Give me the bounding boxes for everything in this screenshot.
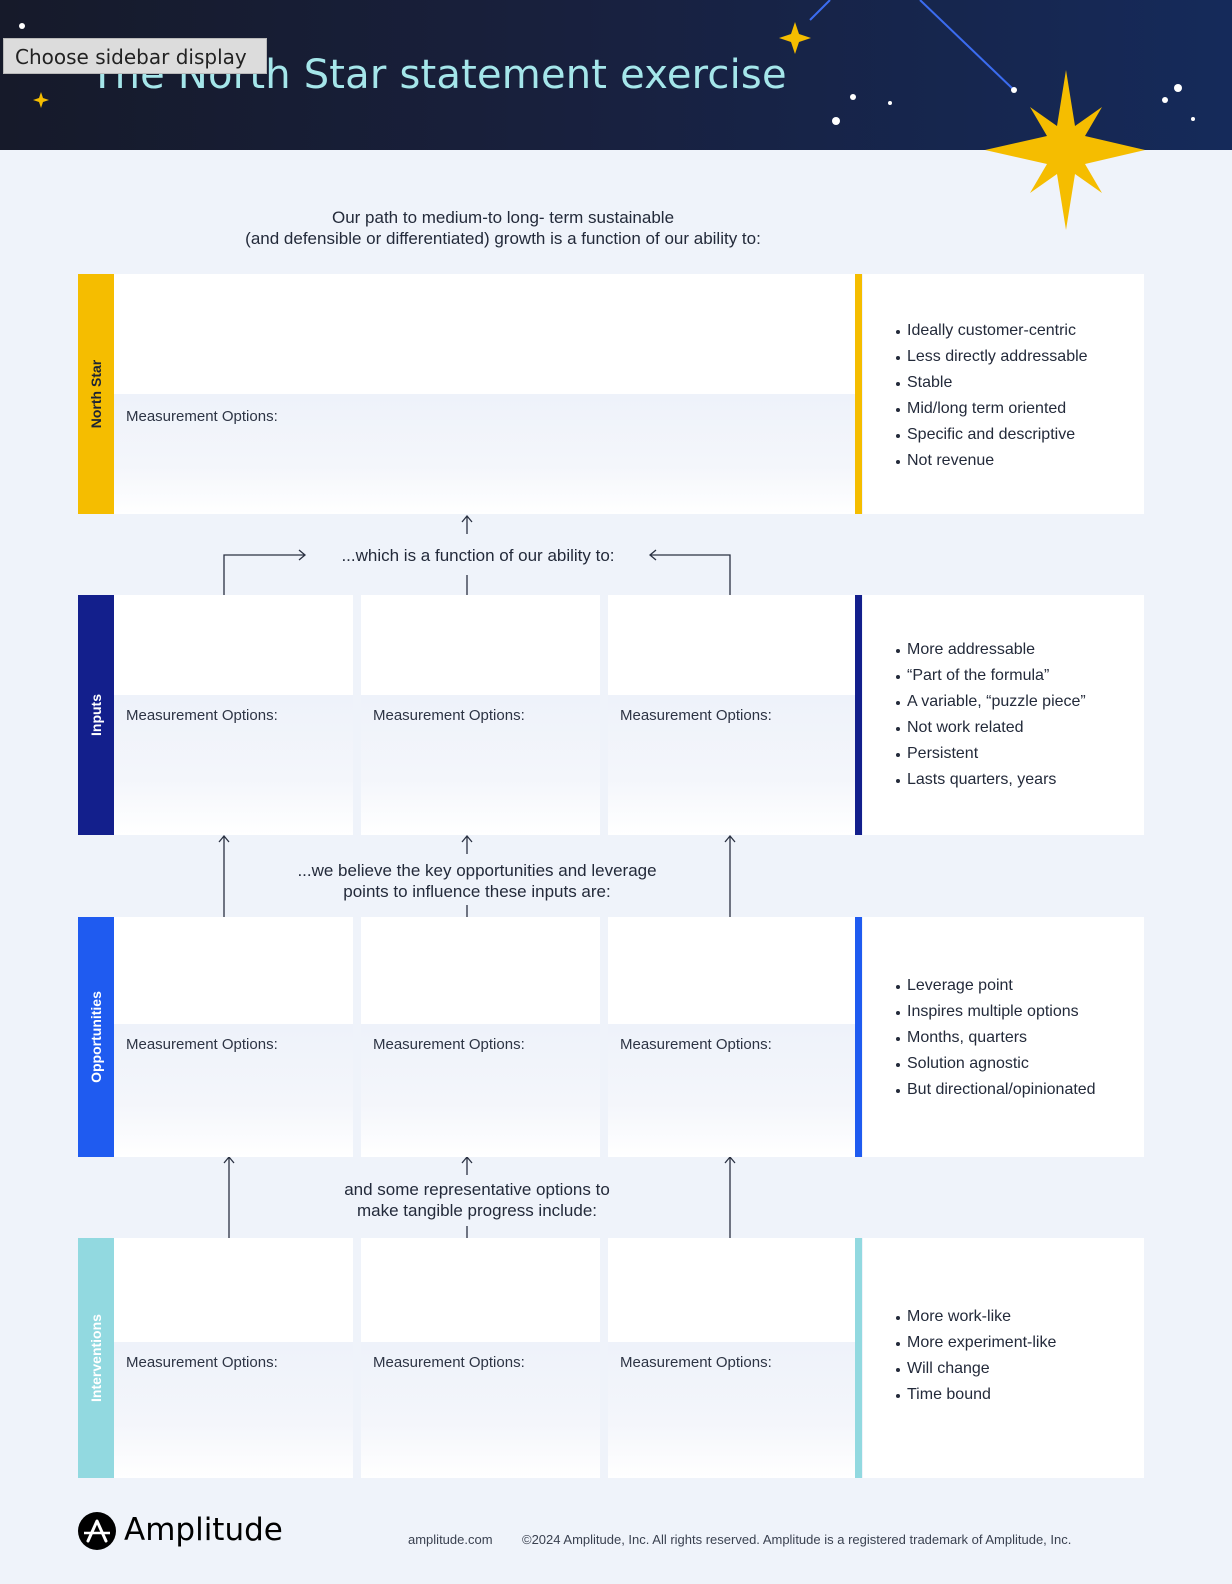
inputs-accent: [855, 595, 862, 835]
inputs-label: Inputs: [88, 694, 104, 736]
criteria-item: Specific and descriptive: [896, 422, 1088, 448]
criteria-item: But directional/opinionated: [896, 1077, 1096, 1103]
measurement-options-label: Measurement Options:: [126, 1036, 278, 1053]
intervention-cell-3[interactable]: Measurement Options:: [608, 1238, 855, 1478]
inputs-criteria: More addressable “Part of the formula” A…: [863, 595, 1144, 835]
measurement-area: Measurement Options:: [608, 1024, 855, 1157]
connector-text-3: and some representative options to make …: [307, 1179, 647, 1221]
measurement-area: Measurement Options:: [361, 695, 600, 835]
connector-2-line-2: points to influence these inputs are:: [343, 882, 611, 901]
footer-brand: Amplitude: [124, 1512, 283, 1548]
measurement-options-label: Measurement Options:: [126, 1354, 278, 1371]
opportunities-accent: [855, 917, 862, 1157]
north-star-label: North Star: [88, 359, 104, 429]
opportunity-cell-3[interactable]: Measurement Options:: [608, 917, 855, 1157]
criteria-item: Will change: [896, 1356, 1056, 1382]
measurement-area: Measurement Options:: [361, 1342, 600, 1478]
intervention-cell-2[interactable]: Measurement Options:: [361, 1238, 600, 1478]
opportunity-cell-2[interactable]: Measurement Options:: [361, 917, 600, 1157]
interventions-criteria-list: More work-like More experiment-like Will…: [896, 1304, 1056, 1408]
connector-text-1: ...which is a function of our ability to…: [316, 545, 640, 566]
interventions-criteria: More work-like More experiment-like Will…: [863, 1238, 1144, 1478]
measurement-options-label: Measurement Options:: [373, 1036, 525, 1053]
opportunities-label-bar: Opportunities: [78, 917, 114, 1157]
intervention-cell-1[interactable]: Measurement Options:: [114, 1238, 353, 1478]
connector-3-line-2: make tangible progress include:: [356, 1201, 598, 1220]
footer-url-link[interactable]: amplitude.com: [408, 1532, 493, 1547]
measurement-options-label: Measurement Options:: [126, 408, 278, 425]
criteria-item: Not revenue: [896, 448, 1088, 474]
interventions-accent: [855, 1238, 862, 1478]
opportunity-cell-1[interactable]: Measurement Options:: [114, 917, 353, 1157]
measurement-area: Measurement Options:: [114, 1342, 353, 1478]
connector-1-line-1: ...which is a function of our ability to…: [341, 546, 615, 565]
north-star-cell[interactable]: Measurement Options:: [114, 274, 855, 514]
criteria-item: A variable, “puzzle piece”: [896, 689, 1086, 715]
criteria-item: More addressable: [896, 637, 1086, 663]
measurement-area: Measurement Options:: [608, 695, 855, 835]
inputs-label-bar: Inputs: [78, 595, 114, 835]
input-cell-3[interactable]: Measurement Options:: [608, 595, 855, 835]
connector-text-2: ...we believe the key opportunities and …: [257, 860, 697, 902]
connector-3-line-1: and some representative options to: [344, 1180, 610, 1199]
measurement-area: Measurement Options:: [114, 1024, 353, 1157]
amplitude-logo-icon: [78, 1512, 116, 1550]
measurement-area: Measurement Options:: [114, 695, 353, 835]
measurement-options-label: Measurement Options:: [620, 707, 772, 724]
measurement-options-label: Measurement Options:: [620, 1354, 772, 1371]
criteria-item: More work-like: [896, 1304, 1056, 1330]
input-cell-2[interactable]: Measurement Options:: [361, 595, 600, 835]
row-north-star: North Star Measurement Options: Ideally …: [78, 274, 1144, 514]
row-inputs: Inputs Measurement Options: Measurement …: [78, 595, 1144, 835]
north-star-criteria-list: Ideally customer-centric Less directly a…: [896, 318, 1088, 474]
inputs-criteria-list: More addressable “Part of the formula” A…: [896, 637, 1086, 793]
criteria-item: Ideally customer-centric: [896, 318, 1088, 344]
north-star-accent: [855, 274, 862, 514]
measurement-options-label: Measurement Options:: [373, 1354, 525, 1371]
north-star-icon: [985, 70, 1145, 230]
criteria-item: Solution agnostic: [896, 1051, 1096, 1077]
criteria-item: “Part of the formula”: [896, 663, 1086, 689]
row-interventions: Interventions Measurement Options: Measu…: [78, 1238, 1144, 1478]
interventions-label: Interventions: [88, 1314, 104, 1402]
criteria-item: Stable: [896, 370, 1088, 396]
choose-sidebar-display-button[interactable]: Choose sidebar display: [3, 38, 267, 74]
measurement-area: Measurement Options:: [608, 1342, 855, 1478]
opportunities-criteria: Leverage point Inspires multiple options…: [863, 917, 1144, 1157]
stars-decoration: [19, 0, 1195, 125]
criteria-item: Persistent: [896, 741, 1086, 767]
measurement-options-label: Measurement Options:: [126, 707, 278, 724]
criteria-item: More experiment-like: [896, 1330, 1056, 1356]
connector-2-line-1: ...we believe the key opportunities and …: [297, 861, 657, 880]
north-star-label-bar: North Star: [78, 274, 114, 514]
opportunities-criteria-list: Leverage point Inspires multiple options…: [896, 973, 1096, 1103]
criteria-item: Mid/long term oriented: [896, 396, 1088, 422]
footer-copyright: ©2024 Amplitude, Inc. All rights reserve…: [522, 1532, 1072, 1547]
criteria-item: Inspires multiple options: [896, 999, 1096, 1025]
measurement-area: Measurement Options:: [361, 1024, 600, 1157]
measurement-options-label: Measurement Options:: [373, 707, 525, 724]
intro-line-2: (and defensible or differentiated) growt…: [245, 229, 761, 248]
measurement-options-label: Measurement Options:: [620, 1036, 772, 1053]
intro-statement: Our path to medium-to long- term sustain…: [100, 207, 906, 249]
intro-line-1: Our path to medium-to long- term sustain…: [331, 208, 675, 227]
criteria-item: Time bound: [896, 1382, 1056, 1408]
criteria-item: Lasts quarters, years: [896, 767, 1086, 793]
north-star-criteria: Ideally customer-centric Less directly a…: [863, 274, 1144, 514]
criteria-item: Months, quarters: [896, 1025, 1096, 1051]
row-opportunities: Opportunities Measurement Options: Measu…: [78, 917, 1144, 1157]
criteria-item: Less directly addressable: [896, 344, 1088, 370]
criteria-item: Not work related: [896, 715, 1086, 741]
input-cell-1[interactable]: Measurement Options:: [114, 595, 353, 835]
opportunities-label: Opportunities: [88, 991, 104, 1083]
measurement-area: Measurement Options:: [114, 394, 855, 514]
interventions-label-bar: Interventions: [78, 1238, 114, 1478]
header-banner: The North Star statement exercise Choose…: [0, 0, 1232, 150]
criteria-item: Leverage point: [896, 973, 1096, 999]
